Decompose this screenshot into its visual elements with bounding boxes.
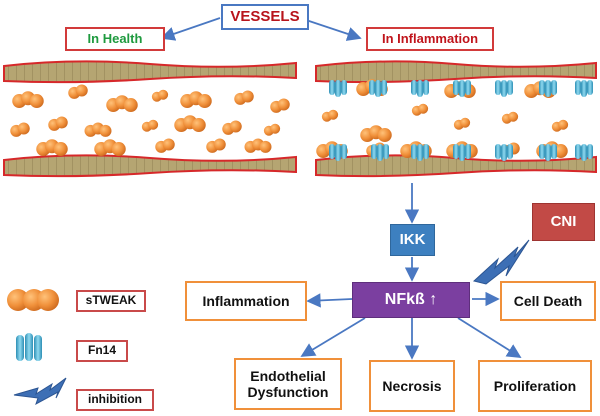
nfkb-node: NFkß ↑	[352, 282, 470, 318]
legend-fn14-label: Fn14	[87, 343, 116, 358]
inflammation-fn14-receptors	[329, 80, 593, 161]
arrow-nfkb-to-proliferation	[457, 317, 522, 358]
proliferation-outcome-label: Proliferation	[493, 377, 577, 394]
proliferation-outcome-box: Proliferation	[478, 360, 592, 412]
inflammation-outcome-box: Inflammation	[185, 281, 307, 321]
inflammation-outcome-label: Inflammation	[202, 292, 290, 309]
stweak-molecule	[106, 95, 138, 113]
inflammation-stweak-particles	[316, 79, 569, 159]
arrow-nfkb-to-endothelial	[300, 317, 366, 357]
stweak-molecule	[321, 109, 339, 122]
arrow-nfkb-to-inflammation	[306, 293, 353, 308]
inflammation-vessel-top-wall	[315, 60, 597, 84]
fn14-receptor	[453, 80, 471, 97]
stweak-molecule	[155, 138, 175, 153]
in-health-label-box: In Health	[65, 27, 165, 51]
health-vessel-top-wall	[3, 60, 297, 84]
fn14-receptor	[539, 144, 557, 161]
nfkb-label: NFkß ↑	[384, 290, 438, 308]
stweak-molecule	[551, 119, 569, 132]
stweak-molecule	[36, 139, 68, 157]
endothelial-outcome-label: Endothelial Dysfunction	[247, 367, 329, 400]
fn14-receptor	[411, 144, 429, 161]
stweak-molecule	[151, 89, 169, 102]
fn14-receptor	[495, 144, 513, 161]
stweak-molecule	[180, 91, 212, 109]
stweak-molecule	[48, 116, 68, 131]
connector-arrows	[160, 17, 522, 360]
cni-node: CNI	[532, 203, 595, 241]
in-health-label: In Health	[87, 30, 143, 46]
stweak-molecule	[141, 119, 159, 132]
vessels-title: VESSELS	[230, 8, 300, 26]
necrosis-outcome-label: Necrosis	[382, 377, 442, 394]
legend-inhibition-label-box: inhibition	[76, 389, 154, 411]
health-stweak-particles	[10, 84, 290, 157]
stweak-molecule	[68, 84, 88, 99]
stweak-molecule	[501, 111, 519, 124]
stweak-molecule	[244, 138, 272, 153]
legend-inhibition-label: inhibition	[88, 392, 142, 407]
legend-fn14-label-box: Fn14	[76, 340, 128, 362]
health-vessel-bottom-wall	[3, 154, 297, 178]
stweak-molecule	[94, 139, 126, 157]
cell-death-outcome-box: Cell Death	[500, 281, 596, 321]
stweak-molecule	[206, 138, 226, 153]
cell-death-outcome-label: Cell Death	[513, 292, 583, 309]
fn14-receptor	[539, 80, 557, 97]
stweak-molecule	[84, 122, 112, 137]
legend-stweak-label: sTWEAK	[85, 293, 137, 308]
vessels-title-box: VESSELS	[221, 4, 309, 30]
fn14-receptor	[329, 80, 347, 97]
stweak-molecule	[174, 115, 206, 133]
endothelial-outcome-box: Endothelial Dysfunction	[234, 358, 342, 410]
stweak-molecule	[222, 120, 242, 135]
stweak-molecule	[234, 90, 254, 105]
fn14-receptor	[411, 80, 429, 97]
stweak-molecule	[360, 125, 392, 143]
fn14-receptor	[453, 144, 471, 161]
ikk-label: IKK	[399, 231, 426, 249]
fn14-receptor	[575, 144, 593, 161]
cni-label: CNI	[550, 213, 577, 231]
legend-stweak-label-box: sTWEAK	[76, 290, 146, 312]
fn14-receptor	[575, 80, 593, 97]
in-inflammation-label-box: In Inflammation	[366, 27, 494, 51]
stweak-molecule	[12, 91, 44, 109]
legend-stweak-icon	[7, 289, 59, 311]
in-inflammation-label: In Inflammation	[381, 30, 479, 46]
arrow-vessels-to-inflammation	[299, 17, 362, 41]
fn14-receptor	[371, 144, 389, 161]
stweak-molecule	[263, 123, 281, 136]
cni-inhibition-bolt	[472, 239, 530, 285]
ikk-node: IKK	[390, 224, 435, 256]
stweak-molecule	[10, 122, 30, 137]
arrow-vessels-to-health	[160, 17, 221, 41]
necrosis-outcome-box: Necrosis	[369, 360, 455, 412]
legend-inhibition-icon	[13, 377, 67, 406]
fn14-receptor	[329, 144, 347, 161]
stweak-molecule	[270, 98, 290, 113]
stweak-molecule	[411, 103, 429, 116]
fn14-receptor	[369, 80, 387, 97]
fn14-receptor	[495, 80, 513, 97]
legend-fn14-icon	[16, 333, 42, 361]
stweak-molecule	[453, 117, 471, 130]
